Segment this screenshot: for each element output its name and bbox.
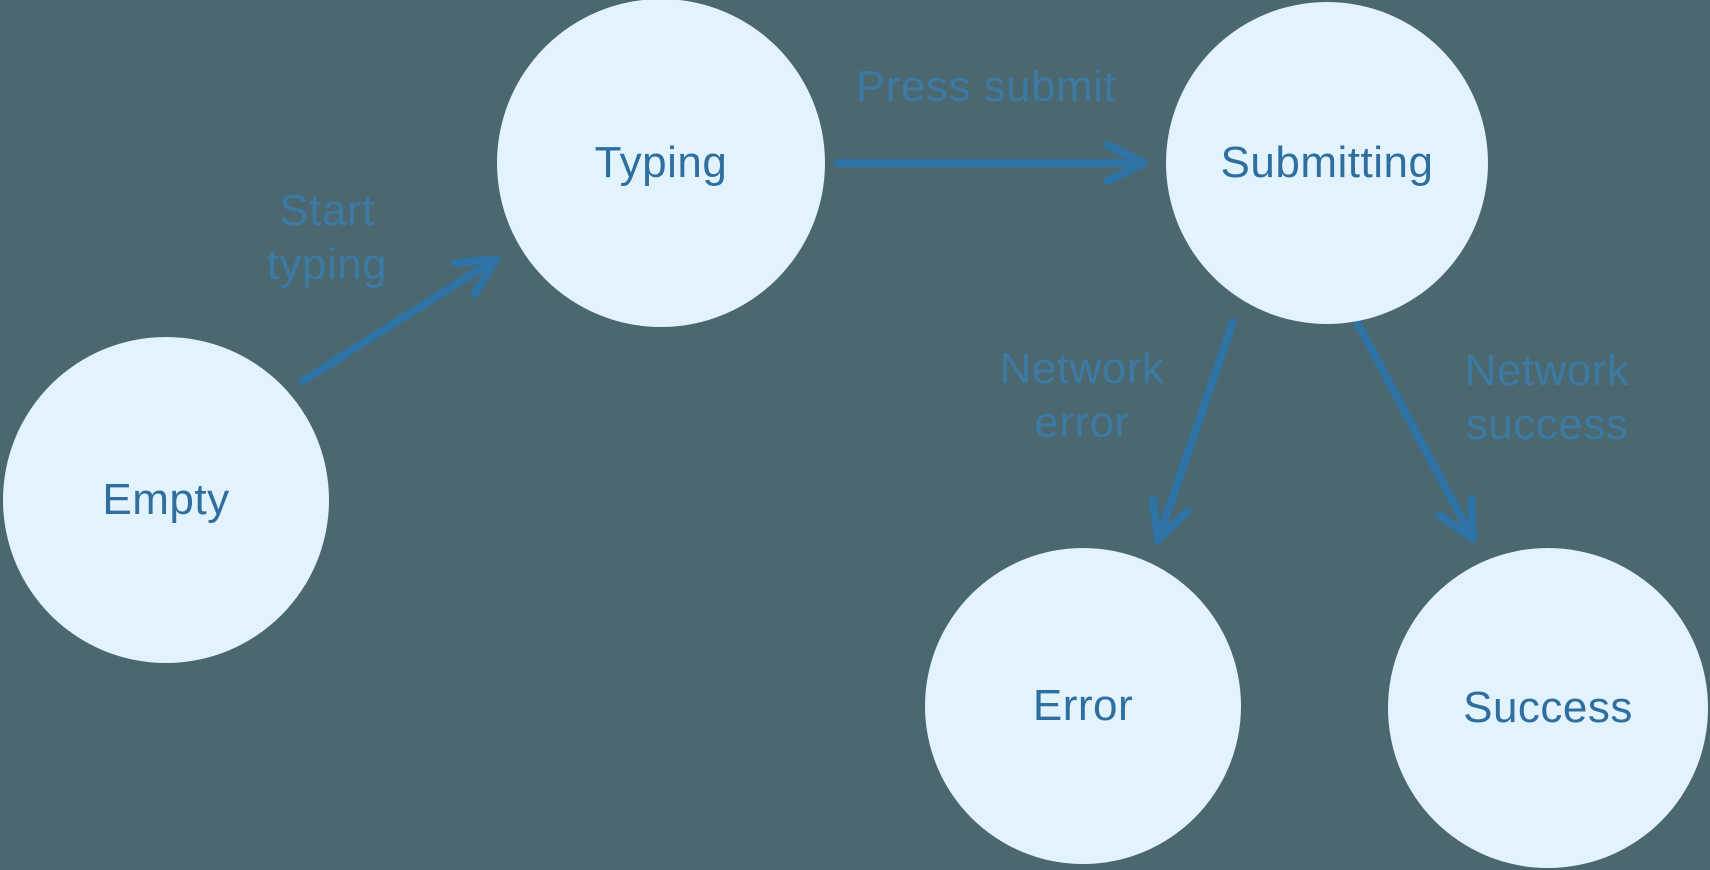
transition-label-line: error (1034, 398, 1130, 447)
transition-arrow-press-submit (834, 140, 1148, 186)
transition-arrow-network-error (1148, 318, 1237, 544)
state-node-label-typing: Typing (594, 138, 728, 187)
state-node-label-empty: Empty (102, 475, 230, 524)
transition-label-line: typing (266, 240, 388, 289)
state-node-success: Success (1388, 548, 1708, 868)
transition-label-line: Start (279, 186, 375, 235)
transition-label-line: success (1465, 400, 1629, 449)
transition-label-line: Network (1464, 346, 1630, 395)
transition-label-line: Network (999, 344, 1165, 393)
transition-label-network-success: Network success (1465, 344, 1630, 452)
state-node-label-error: Error (1032, 681, 1134, 730)
transition-arrow-network-success (1354, 320, 1477, 543)
state-node-submitting: Submitting (1166, 2, 1488, 324)
transition-label-start-typing: Start typing (267, 184, 387, 292)
state-node-label-submitting: Submitting (1220, 138, 1434, 187)
transition-label-network-error: Network error (1000, 342, 1165, 450)
state-node-empty: Empty (3, 337, 329, 663)
state-node-error: Error (925, 548, 1241, 864)
state-node-label-success: Success (1463, 683, 1633, 732)
transition-label-line: Press submit (855, 62, 1117, 111)
transition-label-press-submit: Press submit (856, 60, 1116, 114)
state-node-typing: Typing (497, 0, 825, 327)
